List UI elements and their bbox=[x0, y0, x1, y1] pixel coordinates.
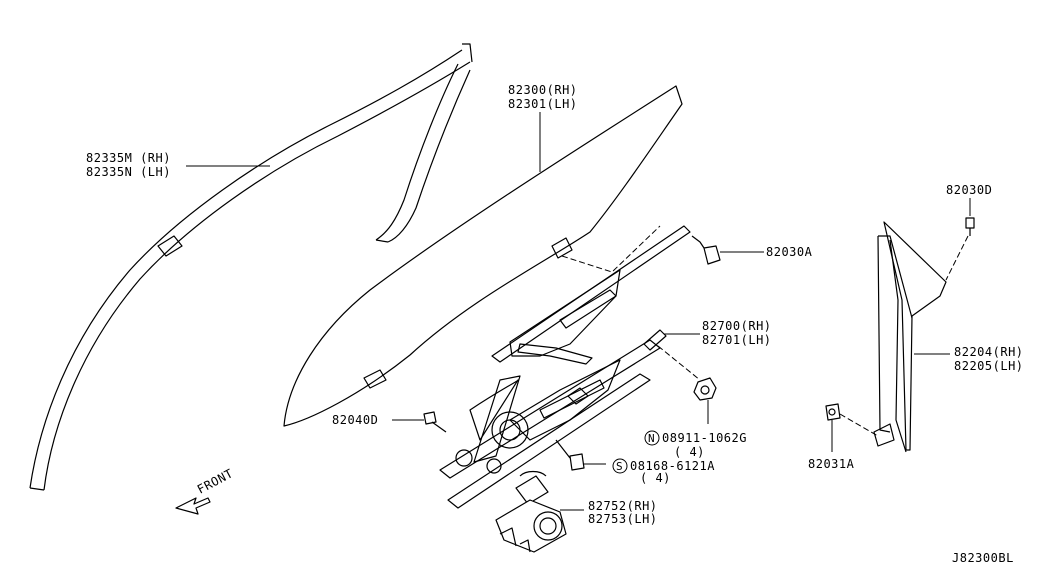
label-glass-lh: 82301(LH) bbox=[508, 97, 578, 111]
bolt-82030a bbox=[691, 235, 721, 265]
label-motor-lh: 82753(LH) bbox=[588, 512, 658, 526]
label-diagram-code: J82300BL bbox=[952, 551, 1014, 565]
label-bolt-left: 82040D bbox=[332, 413, 378, 427]
rear-sash-part bbox=[873, 221, 947, 453]
inner-sash-part bbox=[375, 63, 471, 243]
label-weatherstrip-rh: 82335M (RH) bbox=[86, 151, 171, 165]
bolt-82030d-dash bbox=[945, 235, 969, 281]
label-bolt-top: 82030A bbox=[766, 245, 813, 259]
weatherstrip-part bbox=[29, 43, 473, 491]
label-weatherstrip-lh: 82335N (LH) bbox=[86, 165, 171, 179]
label-sash-rh: 82204(RH) bbox=[954, 345, 1024, 359]
label-sash-lh: 82205(LH) bbox=[954, 359, 1024, 373]
nut-symbol-circle bbox=[644, 430, 660, 446]
label-screw-qty: ( 4) bbox=[640, 471, 671, 485]
door-glass-part bbox=[283, 85, 683, 427]
label-regulator-rh: 82700(RH) bbox=[702, 319, 772, 333]
label-nut-symbol: N bbox=[648, 432, 655, 445]
label-regulator-lh: 82701(LH) bbox=[702, 333, 772, 347]
label-screw-part: 08168-6121A bbox=[630, 459, 715, 473]
label-front-arrow: FRONT bbox=[195, 466, 236, 496]
label-bolt-right-top: 82030D bbox=[946, 183, 992, 197]
bolt-82031a-dash bbox=[839, 413, 879, 437]
nut-leader-dash bbox=[657, 345, 701, 381]
glass-to-bolt-leader bbox=[561, 225, 661, 273]
label-nut-part: 08911-1062G bbox=[662, 431, 747, 445]
label-screw-symbol: S bbox=[616, 460, 623, 473]
bolt-82040d bbox=[423, 411, 447, 433]
regulator-motor-part bbox=[495, 470, 567, 553]
label-bolt-right-bottom: 82031A bbox=[808, 457, 855, 471]
bolt-82031a bbox=[825, 403, 841, 421]
front-arrow-icon bbox=[175, 497, 211, 515]
nut-08911 bbox=[693, 377, 717, 401]
bolt-82030d bbox=[965, 217, 975, 236]
label-nut-qty: ( 4) bbox=[674, 445, 705, 459]
label-motor-rh: 82752(RH) bbox=[588, 499, 658, 513]
screw-08168 bbox=[555, 439, 585, 471]
label-glass-rh: 82300(RH) bbox=[508, 83, 578, 97]
screw-symbol-circle bbox=[612, 458, 628, 474]
